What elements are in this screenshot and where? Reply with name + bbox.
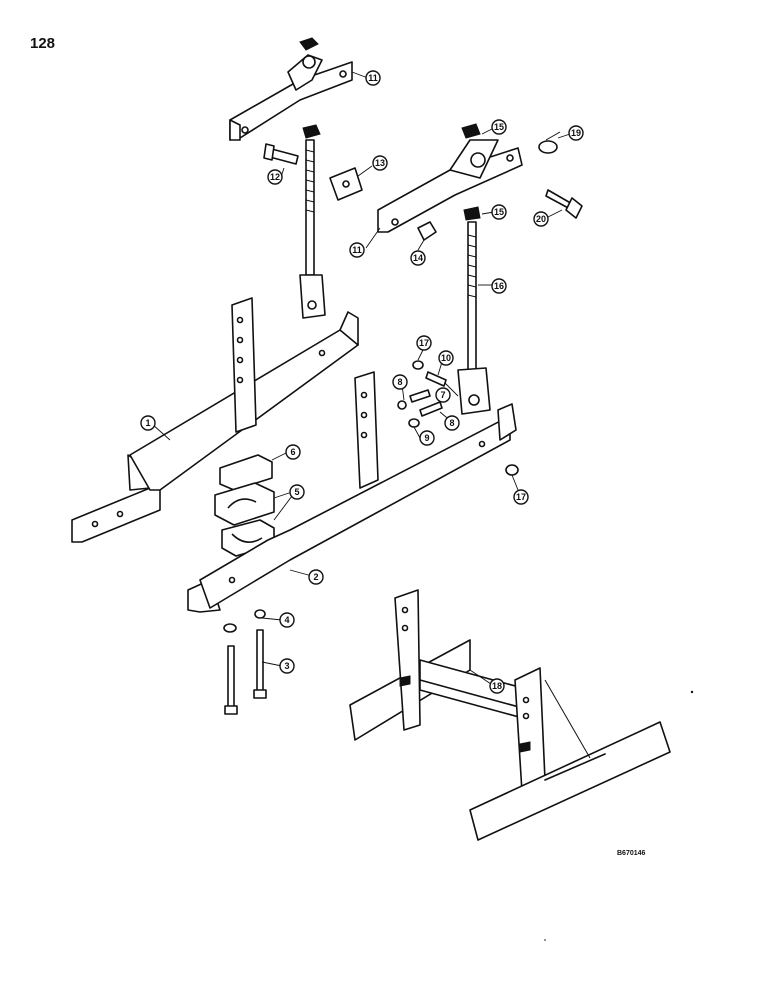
svg-text:3: 3 [284, 661, 289, 671]
callout-4: 4 [279, 612, 295, 628]
svg-text:20: 20 [536, 214, 546, 224]
callout-15-upper: 15 [491, 119, 507, 135]
svg-text:15: 15 [494, 207, 504, 217]
callout-18: 18 [489, 678, 505, 694]
callout-6: 6 [285, 444, 301, 460]
clip-ring-19 [538, 131, 561, 154]
clamp-blocks [214, 454, 275, 557]
svg-text:10: 10 [441, 353, 451, 363]
svg-text:18: 18 [492, 681, 502, 691]
callout-12: 12 [267, 169, 283, 185]
callout-13: 13 [372, 155, 388, 171]
svg-text:2: 2 [313, 572, 318, 582]
callout-19: 19 [568, 125, 584, 141]
svg-text:4: 4 [284, 615, 289, 625]
pin-20 [545, 189, 583, 219]
plate-13 [329, 167, 363, 201]
callout-17-lower: 17 [513, 489, 529, 505]
threaded-rod-left [299, 124, 326, 319]
svg-text:12: 12 [270, 172, 280, 182]
figure-code: B670146 [617, 850, 646, 857]
callout-11-upper: 11 [365, 70, 381, 86]
svg-text:17: 17 [516, 492, 526, 502]
callout-17-upper: 17 [416, 335, 432, 351]
callout-3: 3 [279, 658, 295, 674]
nut-14 [417, 221, 437, 241]
callout-9: 9 [419, 430, 435, 446]
callout-20: 20 [533, 211, 549, 227]
callout-1: 1 [140, 415, 156, 431]
callout-7: 7 [435, 387, 451, 403]
svg-text:5: 5 [294, 487, 299, 497]
frame-1 [71, 297, 359, 543]
callout-2: 2 [308, 569, 324, 585]
scan-mark [544, 939, 546, 941]
svg-text:6: 6 [290, 447, 295, 457]
frame-2 [187, 371, 517, 613]
svg-text:7: 7 [440, 390, 445, 400]
svg-text:14: 14 [413, 253, 423, 263]
page-number: 128 [30, 35, 56, 52]
callout-8-lower: 8 [444, 415, 460, 431]
svg-text:8: 8 [397, 377, 402, 387]
callout-11-lower: 11 [349, 242, 365, 258]
svg-text:1: 1 [145, 418, 150, 428]
svg-text:17: 17 [419, 338, 429, 348]
svg-text:9: 9 [424, 433, 429, 443]
threaded-rod-right [457, 206, 491, 415]
svg-text:8: 8 [449, 418, 454, 428]
callout-14: 14 [410, 250, 426, 266]
callout-10: 10 [438, 350, 454, 366]
callout-15-lower: 15 [491, 204, 507, 220]
clamp-bar-upper [229, 37, 353, 141]
callout-8-upper: 8 [392, 374, 408, 390]
svg-text:15: 15 [494, 122, 504, 132]
small-hardware [397, 360, 519, 476]
clamp-bar-lower [377, 123, 523, 233]
svg-text:13: 13 [375, 158, 385, 168]
svg-text:11: 11 [368, 73, 378, 83]
callout-5: 5 [289, 484, 305, 500]
svg-text:11: 11 [352, 245, 362, 255]
bolts-3 [223, 609, 267, 715]
callout-16: 16 [491, 278, 507, 294]
bolt-12 [263, 143, 299, 165]
svg-text:19: 19 [571, 128, 581, 138]
frame-assembly-18 [349, 589, 671, 841]
svg-text:16: 16 [494, 281, 504, 291]
scan-mark [690, 690, 694, 694]
